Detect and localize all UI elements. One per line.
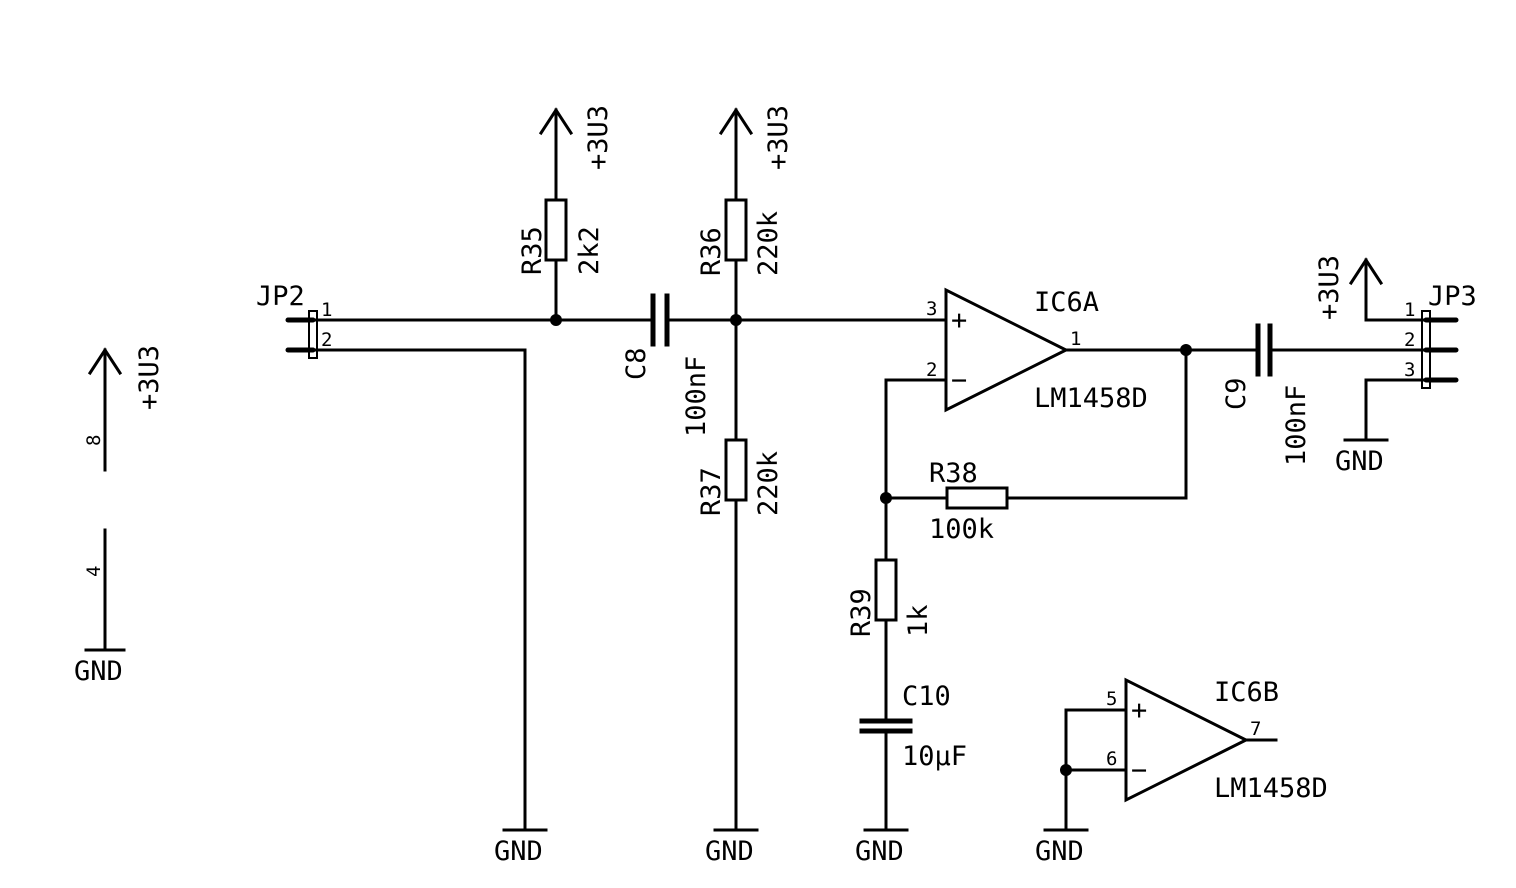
wire (1005, 348, 1188, 500)
wire (1064, 708, 1128, 832)
junction-dot (1180, 344, 1192, 356)
r35-value: 2k2 (574, 226, 605, 275)
r36-value: 220k (753, 211, 784, 276)
ic6a-body (944, 287, 1070, 413)
wire (1364, 378, 1428, 442)
opamp-ic6a: + − 3 2 1 IC6A LM1458D (926, 287, 1148, 414)
power-pins-block: +3U3 8 4 GND (74, 345, 165, 687)
ic6b-name: IC6B (1214, 677, 1279, 708)
capacitor-c8: C8 100nF (621, 293, 712, 437)
ic6a-pin-out: 1 (1070, 328, 1081, 350)
junction-dot (1060, 764, 1072, 776)
ic6a-pin-plus: 3 (926, 298, 937, 320)
r39-value: 1k (903, 604, 934, 637)
ground-pin-number: 4 (83, 566, 105, 577)
r37-name: R37 (696, 467, 727, 516)
supply-label: +3U3 (134, 345, 165, 410)
r39-name: R39 (846, 588, 877, 637)
ground-label: GND (74, 656, 123, 687)
wire (1364, 258, 1428, 322)
jp3-name: JP3 (1428, 281, 1477, 312)
c9-value: 100nF (1281, 385, 1312, 466)
c8-name: C8 (621, 347, 652, 380)
supply-label: +3U3 (763, 105, 794, 170)
opamp-ic6b: + − 5 6 7 IC6B LM1458D GND (1035, 677, 1328, 867)
r39-body (874, 558, 898, 622)
resistor-r36: +3U3 R36 220k (696, 105, 794, 322)
r37-value: 220k (753, 451, 784, 516)
jp2-pin-1-number: 1 (321, 299, 332, 321)
r35-name: R35 (517, 226, 548, 275)
wire (311, 348, 527, 832)
resistor-r37: GND R37 220k (696, 318, 784, 867)
jp2-pin-2-number: 2 (321, 329, 332, 351)
r38-value: 100k (929, 514, 994, 545)
ground-label: GND (494, 836, 543, 867)
resistor-r35: +3U3 R35 2k2 (517, 105, 614, 322)
ground-label: GND (705, 836, 754, 867)
ic6b-minus-symbol: − (1131, 755, 1147, 786)
r36-body (724, 198, 748, 262)
jp2-body (308, 310, 318, 359)
junction-dot (880, 492, 892, 504)
capacitor-c9: C9 100nF (1221, 323, 1428, 466)
ic6a-minus-symbol: − (951, 365, 967, 396)
jp3-pin-1-number: 1 (1404, 299, 1415, 321)
ground-label: GND (1335, 446, 1384, 477)
ic6b-pin-plus: 5 (1106, 688, 1117, 710)
supply-pin-number: 8 (83, 435, 105, 446)
ic6b-pin-out: 7 (1250, 718, 1261, 740)
r37-body (724, 438, 748, 502)
jp3-pin-2-number: 2 (1404, 329, 1415, 351)
ic6b-value: LM1458D (1214, 773, 1328, 804)
supply-label: +3U3 (583, 105, 614, 170)
ic6b-plus-symbol: + (1131, 695, 1147, 726)
ground-label: GND (1035, 836, 1084, 867)
connector-jp2: JP2 1 2 (256, 281, 332, 359)
ic6a-name: IC6A (1034, 287, 1099, 318)
r36-name: R36 (696, 227, 727, 276)
r38-body (945, 486, 1009, 510)
c10-name: C10 (902, 681, 951, 712)
input-wiring: GND (311, 314, 948, 867)
r35-body (544, 198, 568, 262)
supply-label: +3U3 (1314, 255, 1345, 320)
ic6b-pin-minus: 6 (1106, 748, 1117, 770)
feedback-network (880, 344, 1258, 562)
resistor-r38: R38 100k (929, 458, 1009, 545)
c9-name: C9 (1221, 377, 1252, 410)
connector-jp3: +3U3 GND 1 2 3 JP3 (1314, 255, 1477, 477)
ic6a-value: LM1458D (1034, 383, 1148, 414)
ic6b-body (1124, 677, 1250, 803)
ic6a-pin-minus: 2 (926, 359, 937, 381)
c10-value: 10µF (902, 741, 967, 772)
c8-value: 100nF (681, 356, 712, 437)
jp2-name: JP2 (256, 281, 305, 312)
jp3-pin-3-number: 3 (1404, 359, 1415, 381)
ic6a-plus-symbol: + (951, 305, 967, 336)
r38-name: R38 (929, 458, 978, 489)
ground-label: GND (855, 836, 904, 867)
capacitor-c10: GND C10 10µF (855, 681, 967, 867)
resistor-r39: R39 1k (846, 558, 934, 723)
